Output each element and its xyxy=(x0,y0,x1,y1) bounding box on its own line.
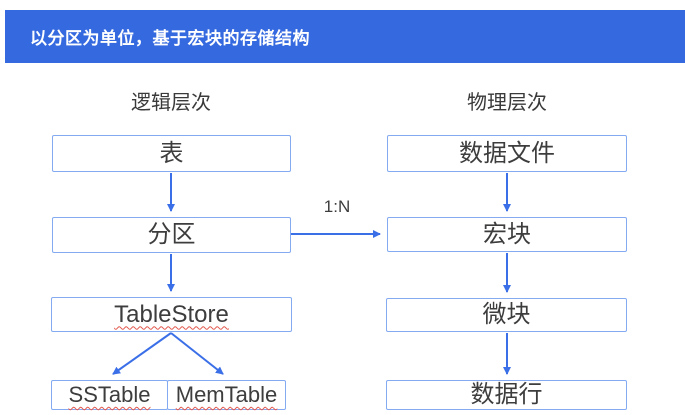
box-data-row-label: 数据行 xyxy=(470,381,543,408)
box-memtable: MemTable xyxy=(167,380,286,410)
box-partition-label: 分区 xyxy=(147,221,196,248)
arrow-tablestore-to-sstable xyxy=(112,332,172,375)
box-sstable-label: SSTable xyxy=(68,382,151,407)
box-table-label: 表 xyxy=(159,139,184,167)
box-table: 表 xyxy=(52,135,291,172)
physical-column-header: 物理层次 xyxy=(467,92,547,114)
box-macro-block: 宏块 xyxy=(387,217,627,252)
box-tablestore-label: TableStore xyxy=(114,300,229,328)
box-micro-block-label: 微块 xyxy=(482,301,531,328)
box-data-file: 数据文件 xyxy=(387,135,627,172)
box-data-file-label: 数据文件 xyxy=(459,139,555,167)
box-partition: 分区 xyxy=(52,217,291,253)
page-title: 以分区为单位，基于宏块的存储结构 xyxy=(30,29,310,48)
title-banner: 以分区为单位，基于宏块的存储结构 xyxy=(5,10,685,63)
box-micro-block: 微块 xyxy=(386,298,627,332)
box-macro-block-label: 宏块 xyxy=(483,220,531,248)
box-sstable: SSTable xyxy=(51,380,168,410)
logical-column-header: 逻辑层次 xyxy=(131,92,211,114)
arrow-tablestore-to-memtable xyxy=(170,332,224,375)
box-data-row: 数据行 xyxy=(386,380,627,410)
cardinality-label: 1:N xyxy=(323,197,351,216)
box-tablestore: TableStore xyxy=(51,297,292,332)
box-memtable-label: MemTable xyxy=(175,382,278,407)
